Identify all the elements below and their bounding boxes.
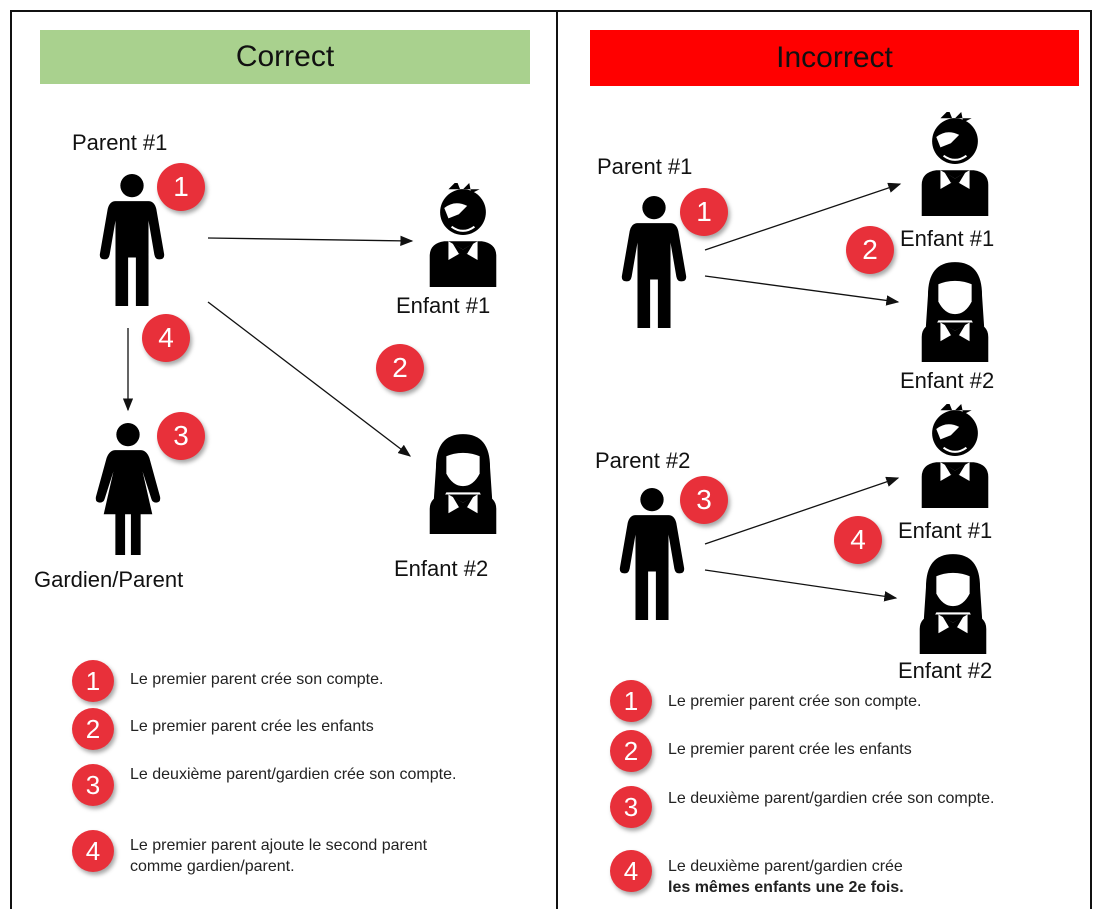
incorrect-child2b-label: Enfant #2 <box>898 658 993 683</box>
correct-header: Correct <box>40 30 530 84</box>
woman-icon <box>94 420 162 558</box>
incorrect-legend-text-1: Le premier parent crée son compte. <box>668 693 922 710</box>
incorrect-child1b-label: Enfant #1 <box>898 518 993 543</box>
badge-1: 1 <box>157 163 205 211</box>
boy-icon <box>418 183 508 287</box>
incorrect-parent2-label: Parent #2 <box>595 448 691 473</box>
incorrect-header-label: Incorrect <box>776 41 893 74</box>
badge-4: 4 <box>142 314 190 362</box>
girl-icon <box>912 258 998 362</box>
incorrect-legend-text-2: Le premier parent crée les enfants <box>668 741 912 758</box>
incorrect-legend-text-4-normal: Le deuxième parent/gardien crée <box>668 858 903 875</box>
incorrect-legend-text-4-bold: les mêmes enfants une 2e fois. <box>668 879 904 896</box>
legend-badge-3: 3 <box>72 764 114 806</box>
legend-badge-1: 1 <box>72 660 114 702</box>
correct-child2-label: Enfant #2 <box>394 556 489 581</box>
arrow-parent1-to-child2 <box>207 301 412 457</box>
arrow-p2-to-child1b <box>704 476 900 545</box>
incorrect-badge-4: 4 <box>834 516 882 564</box>
legend-text-1: Le premier parent crée son compte. <box>130 671 384 688</box>
legend-text-4: Le premier parent ajoute le second paren… <box>130 837 428 875</box>
man-icon <box>618 486 686 622</box>
correct-header-label: Correct <box>235 40 335 73</box>
incorrect-legend-badge-1: 1 <box>610 680 652 722</box>
girl-icon <box>418 430 508 534</box>
legend-badge-2: 2 <box>72 708 114 750</box>
incorrect-child2a-label: Enfant #2 <box>900 368 995 393</box>
incorrect-badge-3: 3 <box>680 476 728 524</box>
badge-2: 2 <box>376 344 424 392</box>
legend-text-3: Le deuxième parent/gardien crée son comp… <box>130 766 457 783</box>
incorrect-badge-1: 1 <box>680 188 728 236</box>
incorrect-legend-badge-4: 4 <box>610 850 652 892</box>
incorrect-legend-badge-2: 2 <box>610 730 652 772</box>
arrow-parent1-to-child1 <box>207 235 414 247</box>
arrow-p2-to-child2b <box>704 569 898 602</box>
legend-text-2: Le premier parent crée les enfants <box>130 718 374 735</box>
legend-badge-4: 4 <box>72 830 114 872</box>
boy-icon <box>912 112 998 216</box>
man-icon <box>620 194 688 330</box>
incorrect-child1a-label: Enfant #1 <box>900 226 995 251</box>
outer-frame <box>10 10 1092 909</box>
correct-child1-label: Enfant #1 <box>396 293 491 318</box>
incorrect-legend-badge-3: 3 <box>610 786 652 828</box>
girl-icon <box>910 550 996 654</box>
incorrect-legend-text-3: Le deuxième parent/gardien crée son comp… <box>668 790 995 807</box>
incorrect-header: Incorrect <box>590 30 1079 86</box>
arrow-p1-to-child2a <box>704 275 900 306</box>
panel-divider <box>556 10 558 909</box>
boy-icon <box>912 404 998 508</box>
badge-3: 3 <box>157 412 205 460</box>
incorrect-legend-text-4: Le deuxième parent/gardien crée les même… <box>668 856 1068 898</box>
man-icon <box>98 172 166 308</box>
correct-parent1-label: Parent #1 <box>72 130 168 155</box>
arrow-p1-to-child1a <box>704 182 902 251</box>
correct-guardian-label: Gardien/Parent <box>34 567 184 592</box>
incorrect-parent1-label: Parent #1 <box>597 154 693 179</box>
incorrect-badge-2: 2 <box>846 226 894 274</box>
